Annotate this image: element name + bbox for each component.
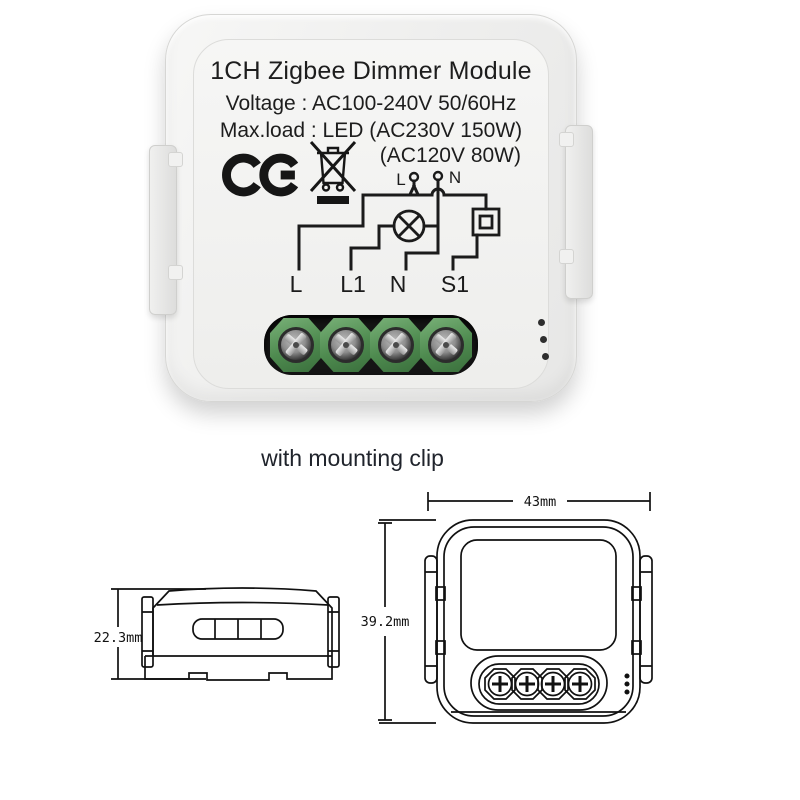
voltage-spec: Voltage : AC100-240V 50/60Hz xyxy=(225,92,517,115)
vent-dot xyxy=(540,336,547,343)
clip-hook xyxy=(168,152,183,167)
front-vent-dot xyxy=(624,689,630,695)
clip-hook xyxy=(559,132,574,147)
terminal-screw xyxy=(328,327,364,363)
switch-symbol-inner xyxy=(478,214,494,230)
weee-bar xyxy=(317,196,349,204)
module-title: 1CH Zigbee Dimmer Module xyxy=(210,57,532,85)
switch-symbol xyxy=(471,207,501,237)
weee-bin-icon xyxy=(309,140,357,204)
wire-l1 xyxy=(349,224,396,271)
front-width-dimension: 43mm xyxy=(524,494,557,510)
front-inner-seam xyxy=(443,526,634,717)
vent-dot xyxy=(538,319,545,326)
front-vent-dot xyxy=(624,673,630,679)
terminal-block-2 xyxy=(320,318,372,372)
front-clip-right xyxy=(639,555,653,684)
front-label-panel xyxy=(460,539,617,651)
front-clip-left xyxy=(424,555,438,684)
wire-s1 xyxy=(451,233,479,271)
label-supply-n: N xyxy=(449,168,461,187)
wiring-diagram: L N L L1 N S1 xyxy=(290,168,501,297)
wire-l xyxy=(297,193,365,271)
terminal-screw xyxy=(428,327,464,363)
terminal-block-4 xyxy=(420,318,472,372)
vent-dot xyxy=(542,353,549,360)
terminal-block-1 xyxy=(270,318,322,372)
front-view-drawing xyxy=(378,492,653,724)
front-height-dimension: 39.2mm xyxy=(361,614,410,630)
module-photo: 1CH Zigbee Dimmer Module Voltage : AC100… xyxy=(149,14,593,402)
caption: with mounting clip xyxy=(261,445,444,471)
front-terminal-collar xyxy=(470,655,608,711)
wire-bus xyxy=(361,187,488,197)
ce-mark-icon xyxy=(222,153,299,197)
label-terminal-n: N xyxy=(390,271,407,297)
side-clip-right xyxy=(327,596,340,668)
maxload-spec-2: (AC120V 80W) xyxy=(379,144,521,167)
wire-n xyxy=(404,178,440,271)
terminal-screw xyxy=(378,327,414,363)
side-view-drawing xyxy=(111,587,340,681)
dimmer-module-body: 1CH Zigbee Dimmer Module Voltage : AC100… xyxy=(149,14,593,402)
maxload-spec: Max.load : LED (AC230V 150W) xyxy=(219,119,523,142)
clip-hook xyxy=(559,249,574,264)
dim-line-22-3 xyxy=(111,588,206,680)
mounting-clip-left xyxy=(149,145,183,315)
label-terminal-s1: S1 xyxy=(441,271,469,297)
side-height-dimension: 22.3mm xyxy=(94,630,143,646)
front-terminal-1 xyxy=(484,668,516,700)
lamp-cross xyxy=(396,213,422,239)
terminal-block-3 xyxy=(370,318,422,372)
terminal-screw xyxy=(278,327,314,363)
side-mounting-rail xyxy=(144,655,333,681)
wire-l-stem xyxy=(408,179,420,197)
label-terminal-l1: L1 xyxy=(340,271,366,297)
clip-hook xyxy=(168,265,183,280)
dim-line-39-2 xyxy=(378,519,436,724)
label-supply-l: L xyxy=(396,170,405,189)
mounting-clip-right xyxy=(559,125,593,299)
front-vent-dot xyxy=(624,681,630,687)
dimension-drawings: 22.3mm 43mm 39.2mm xyxy=(94,492,653,724)
front-terminal-stadium xyxy=(478,663,600,705)
side-body-outline xyxy=(152,587,333,656)
label-terminal-l: L xyxy=(290,271,303,297)
dim-line-43 xyxy=(427,492,651,511)
